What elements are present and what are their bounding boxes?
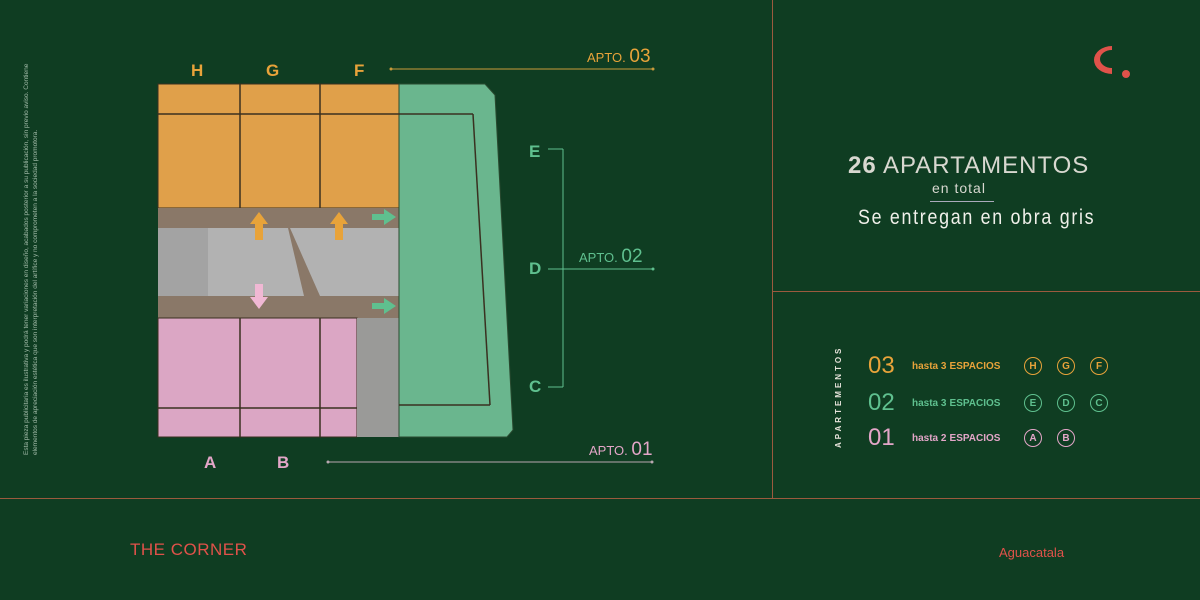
unit-badge-d: D bbox=[1057, 394, 1075, 412]
legend-spaces: hasta 2 ESPACIOS bbox=[912, 433, 1001, 444]
unit-badge-a: A bbox=[1024, 429, 1042, 447]
legend-side-label: APARTEMENTOS bbox=[834, 345, 843, 448]
arrow-right-icon bbox=[372, 298, 396, 314]
divider-horizontal bbox=[0, 498, 1200, 499]
unit-badge-b: B bbox=[1057, 429, 1075, 447]
unit-badge-e: E bbox=[1024, 394, 1042, 412]
legend-num: 02 bbox=[868, 389, 895, 416]
stairs-core bbox=[357, 318, 399, 437]
unit-apto01 bbox=[157, 317, 358, 438]
subtitle-underline bbox=[930, 201, 994, 202]
legend-spaces: hasta 3 ESPACIOS bbox=[912, 398, 1001, 409]
floor-plan bbox=[157, 67, 655, 464]
lobby-void-left bbox=[208, 228, 304, 296]
location: Aguacatala bbox=[999, 545, 1065, 560]
legend-num: 01 bbox=[868, 424, 895, 451]
arrow-up-icon bbox=[330, 212, 348, 240]
arrow-up-icon bbox=[250, 212, 268, 240]
unit-badge-f: F bbox=[1090, 357, 1108, 375]
apto-02-label: APTO. 02 bbox=[579, 246, 643, 267]
total-apartments: 26 APARTAMENTOS bbox=[848, 152, 1090, 179]
arrow-down-icon bbox=[250, 284, 268, 309]
legend-row-01: 01 hasta 2 ESPACIOS A B bbox=[868, 424, 1090, 451]
delivery-note: Se entregan en obra gris bbox=[858, 206, 1096, 229]
unit-label-a: A bbox=[204, 453, 217, 472]
unit-label-d: D bbox=[529, 259, 542, 278]
unit-label-b: B bbox=[277, 453, 290, 472]
unit-badge-c: C bbox=[1090, 394, 1108, 412]
unit-apto03 bbox=[157, 83, 400, 209]
apto-03-label: APTO. 03 bbox=[587, 46, 651, 67]
unit-apto02 bbox=[398, 83, 514, 438]
total-subtitle: en total bbox=[932, 180, 986, 196]
unit-label-e: E bbox=[529, 142, 541, 161]
brand-name: THE CORNER bbox=[130, 540, 248, 559]
arrow-right-icon bbox=[372, 209, 396, 225]
divider-right bbox=[773, 291, 1200, 292]
unit-badge-h: H bbox=[1024, 357, 1042, 375]
unit-label-c: C bbox=[529, 377, 542, 396]
unit-label-h: H bbox=[191, 61, 204, 80]
elevator-core bbox=[158, 228, 208, 296]
legend-row-03: 03 hasta 3 ESPACIOS H G F bbox=[868, 352, 1123, 379]
legend-spaces: hasta 3 ESPACIOS bbox=[912, 361, 1001, 372]
lobby-void-right bbox=[290, 228, 399, 296]
c-dot-logo-icon bbox=[1094, 46, 1130, 78]
legend-num: 03 bbox=[868, 352, 895, 379]
legend-row-02: 02 hasta 3 ESPACIOS E D C bbox=[868, 389, 1123, 416]
apto-01-label: APTO. 01 bbox=[589, 439, 653, 460]
unit-badge-g: G bbox=[1057, 357, 1075, 375]
unit-label-f: F bbox=[354, 61, 365, 80]
divider-vertical bbox=[772, 0, 773, 498]
unit-label-g: G bbox=[266, 61, 280, 80]
